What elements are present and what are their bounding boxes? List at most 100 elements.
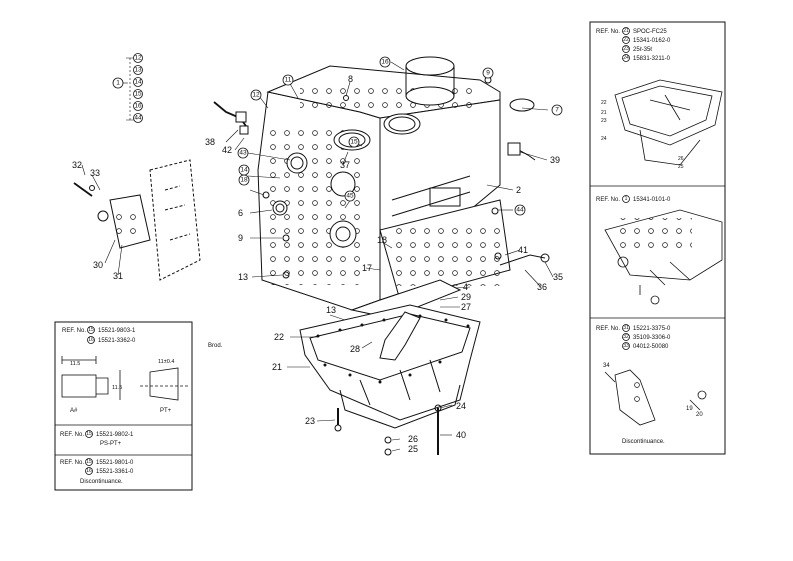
svg-text:44: 44 <box>516 207 524 214</box>
left-ref2-line2: PS-PT+ <box>100 441 122 447</box>
cylinder-block <box>257 56 511 319</box>
callout-7: 7 <box>551 104 563 116</box>
svg-text:31: 31 <box>623 325 629 331</box>
ref-group-list: 12 13 14 15 16 44 <box>133 53 143 123</box>
left-ref3-tag: REF. No. <box>60 460 84 466</box>
label-30: 30 <box>93 260 103 270</box>
callout-11: 11 <box>282 74 294 86</box>
svg-text:20: 20 <box>696 412 703 418</box>
dim-a: 11.5 <box>70 361 80 367</box>
left-ref3-note: Discontinuance. <box>80 479 123 485</box>
svg-text:23: 23 <box>601 118 607 124</box>
svg-text:13: 13 <box>134 67 142 74</box>
svg-text:15: 15 <box>86 431 92 437</box>
oil-pan <box>299 304 481 456</box>
ref-group-bracket <box>126 57 134 121</box>
label-26: 26 <box>408 434 418 444</box>
svg-text:44: 44 <box>134 115 142 122</box>
callout-circles: 1 11 16 12 7 15 18 14 43 44 45 9 <box>112 56 563 216</box>
label-8: 8 <box>348 74 353 84</box>
label-24: 24 <box>456 401 466 411</box>
label-13: 13 <box>238 272 248 282</box>
label-13b: 13 <box>326 305 336 315</box>
label-40: 40 <box>456 430 466 440</box>
svg-text:11: 11 <box>285 77 292 84</box>
svg-text:15: 15 <box>350 139 358 146</box>
svg-text:15: 15 <box>86 459 92 465</box>
svg-text:26: 26 <box>678 156 684 162</box>
svg-text:9: 9 <box>486 70 490 77</box>
svg-text:18: 18 <box>240 177 248 184</box>
rb1-tag: REF. No. <box>596 29 620 35</box>
label-28: 28 <box>350 344 360 354</box>
rb2-block-drawing <box>604 209 723 305</box>
left-ref1-tag: REF. No. <box>62 328 86 334</box>
left-ref1-line1: 15521-9803-1 <box>98 328 136 334</box>
right-ref-column: REF. No. 21 SPOC-FC25 22 15341-0162-0 23… <box>589 21 726 455</box>
callout-14: 14 <box>238 164 250 176</box>
svg-text:23: 23 <box>623 46 629 52</box>
svg-text:19: 19 <box>686 406 693 412</box>
left-ref-box: REF. No. 15 15521-9803-1 16 15521-3362-0… <box>54 321 193 491</box>
svg-text:16: 16 <box>86 468 92 474</box>
callout-15-a: 15 <box>348 136 360 148</box>
svg-text:1: 1 <box>625 196 628 202</box>
svg-text:24: 24 <box>623 55 629 61</box>
svg-text:21: 21 <box>623 28 629 34</box>
callout-18: 18 <box>238 174 250 186</box>
rb3-line3: 04012-50080 <box>633 344 669 350</box>
svg-text:43: 43 <box>239 150 247 157</box>
rb2-tag: REF. No. <box>596 197 620 203</box>
svg-text:14: 14 <box>240 167 248 174</box>
callout-12: 12 <box>250 89 262 101</box>
svg-text:12: 12 <box>252 92 260 99</box>
rb3-line1: 15221-3375-0 <box>633 326 671 332</box>
rb3-cover-drawing <box>604 369 707 426</box>
label-33: 33 <box>90 168 100 178</box>
svg-text:21: 21 <box>601 110 607 116</box>
rb3-tag: REF. No. <box>596 326 620 332</box>
svg-text:15: 15 <box>134 91 142 98</box>
svg-text:16: 16 <box>134 103 142 110</box>
dim-c: 11.5 <box>112 385 122 391</box>
label-4: 4 <box>463 282 468 292</box>
rb1-line4: 15831-3211-0 <box>633 56 671 62</box>
label-32: 32 <box>72 160 82 170</box>
svg-text:34: 34 <box>603 363 610 369</box>
callout-43: 43 <box>237 147 249 159</box>
svg-text:16: 16 <box>88 337 94 343</box>
svg-text:25: 25 <box>678 164 684 170</box>
callout-44: 44 <box>514 204 526 216</box>
svg-text:16: 16 <box>381 59 389 66</box>
rb3-note: Discontinuance. <box>622 439 665 445</box>
svg-text:14: 14 <box>134 79 142 86</box>
rb1-line3: 25ℓ-35ℓ <box>633 46 652 53</box>
label-35: 35 <box>553 272 563 282</box>
label-27: 27 <box>461 302 471 312</box>
svg-text:22: 22 <box>601 100 607 106</box>
svg-text:32: 32 <box>623 334 629 340</box>
label-39: 39 <box>550 155 560 165</box>
label-37: 37 <box>340 160 350 170</box>
callout-9: 9 <box>482 67 494 79</box>
small-parts <box>73 76 550 281</box>
dim-b: 11±0.4 <box>158 359 174 365</box>
rb2-line1: 15341-0101-0 <box>633 197 671 203</box>
svg-text:45: 45 <box>346 193 354 200</box>
svg-text:15: 15 <box>88 327 94 333</box>
label-pt: PT+ <box>160 408 172 414</box>
label-9: 9 <box>238 233 243 243</box>
label-18: 18 <box>377 235 387 245</box>
rb3-line2: 35109-3306-0 <box>633 335 671 341</box>
left-ref2-line1: 15521-9802-1 <box>96 432 134 438</box>
svg-text:12: 12 <box>134 55 142 62</box>
label-31: 31 <box>113 271 123 281</box>
label-22: 22 <box>274 332 284 342</box>
label-29: 29 <box>461 292 471 302</box>
label-17: 17 <box>362 263 372 273</box>
callout-45: 45 <box>344 190 356 202</box>
label-36: 36 <box>537 282 547 292</box>
rb1-oil-pan-drawing <box>614 79 723 166</box>
callout-16: 16 <box>379 56 391 68</box>
